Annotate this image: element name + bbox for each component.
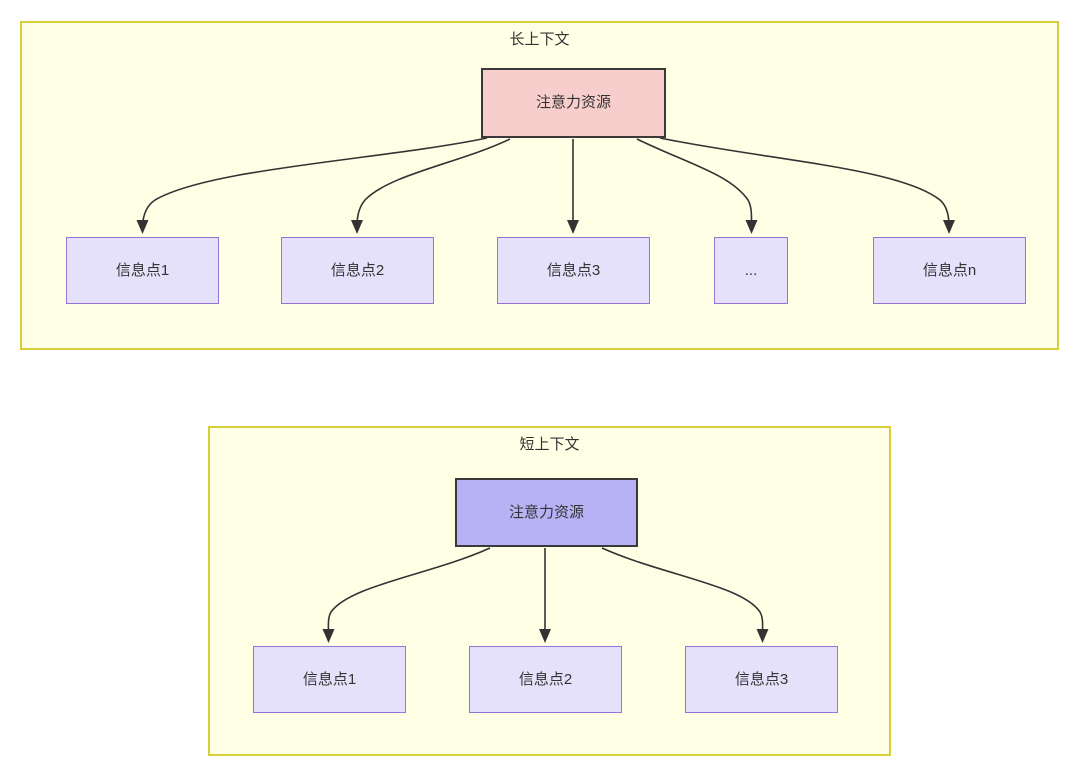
node-label: 信息点2 bbox=[330, 261, 385, 279]
node-label: 信息点3 bbox=[546, 261, 601, 279]
node-long-context-info-n[interactable]: 信息点n bbox=[873, 237, 1026, 304]
panel-long-context-title: 长上下文 bbox=[509, 31, 570, 48]
node-long-context-info-3[interactable]: 信息点3 bbox=[497, 237, 650, 304]
node-label: 注意力资源 bbox=[535, 94, 611, 111]
node-long-context-info-ellipsis[interactable]: ... bbox=[714, 237, 788, 304]
node-label: 信息点3 bbox=[734, 670, 789, 688]
node-label: 信息点1 bbox=[115, 261, 170, 279]
node-short-context-info-1[interactable]: 信息点1 bbox=[253, 646, 406, 713]
node-label: 注意力资源 bbox=[508, 503, 584, 521]
node-long-context-info-1[interactable]: 信息点1 bbox=[66, 237, 219, 304]
node-short-context-info-2[interactable]: 信息点2 bbox=[469, 646, 622, 713]
node-label: ... bbox=[744, 261, 758, 279]
node-short-context-attention-resource[interactable]: 注意力资源 bbox=[455, 478, 638, 547]
node-short-context-info-3[interactable]: 信息点3 bbox=[685, 646, 838, 713]
node-long-context-info-2[interactable]: 信息点2 bbox=[281, 237, 434, 304]
node-label: 信息点1 bbox=[302, 670, 357, 688]
node-long-context-attention-resource[interactable]: 注意力资源 bbox=[481, 68, 666, 138]
panel-short-context-title: 短上下文 bbox=[519, 436, 580, 453]
node-label: 信息点2 bbox=[518, 670, 573, 688]
node-label: 信息点n bbox=[922, 261, 977, 279]
